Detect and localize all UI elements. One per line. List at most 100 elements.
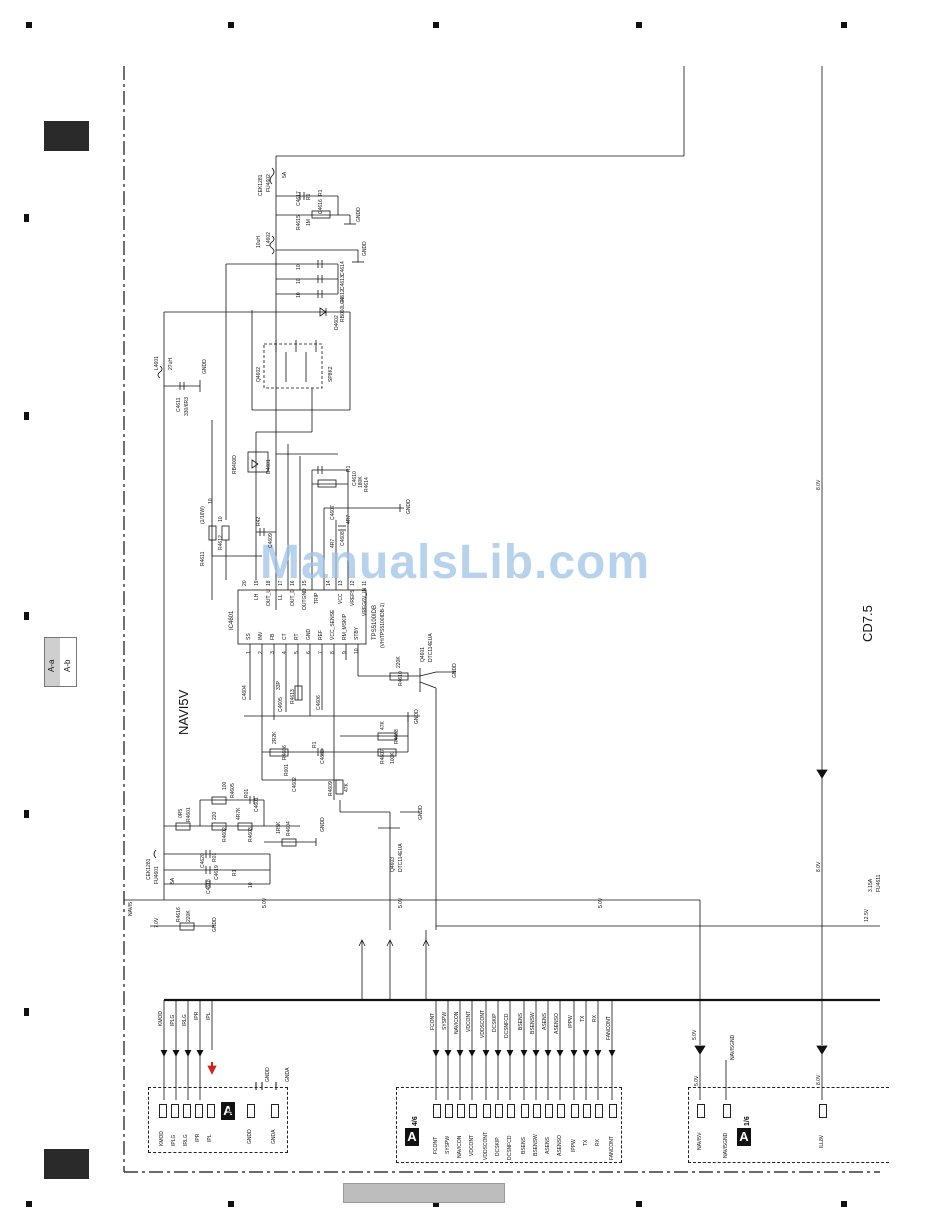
page-footer-bar — [343, 1183, 505, 1203]
connector-pin[interactable] — [571, 1104, 579, 1118]
connector-pin-label: TX — [583, 1139, 589, 1146]
connector-pin[interactable] — [159, 1104, 167, 1118]
component-ref: R4614 — [364, 477, 370, 492]
gnd-label: GNDD — [414, 709, 420, 724]
component-ref: C4608 — [340, 531, 346, 546]
ic-pin-label: OUTGND — [302, 588, 308, 610]
component-ref: C4613 — [340, 275, 346, 290]
connector-pin[interactable] — [495, 1104, 503, 1118]
component-value: 220K — [396, 656, 402, 668]
registration-mark — [433, 1201, 439, 1207]
component-value: 100 — [222, 781, 228, 790]
ic-pin-label: RT — [294, 633, 300, 640]
ic-pin-label: VREF5 — [350, 589, 356, 606]
connector-pin[interactable] — [271, 1104, 279, 1118]
bus-signal-label: BSENSW — [530, 1012, 536, 1034]
connector-pin[interactable] — [533, 1104, 541, 1118]
connector-pin-label: FANCONT — [609, 1136, 615, 1160]
bus-signal-label: TX — [580, 1015, 586, 1022]
connector-pin-label: GNDA — [271, 1129, 277, 1144]
ic-pin-number: 13 — [338, 580, 344, 586]
net-label: NAVI5 — [128, 901, 134, 916]
bus-signal-label: VDDSCONT — [480, 1009, 486, 1038]
ic-pin-label: INV — [258, 631, 264, 640]
connector-badge: A — [221, 1102, 235, 1120]
side-mark — [24, 214, 29, 222]
ic-pin-number: 14 — [326, 580, 332, 586]
connector-pin[interactable] — [195, 1104, 203, 1118]
registration-mark — [636, 22, 642, 28]
connector-pin[interactable] — [723, 1104, 731, 1118]
ic-pin-number: 12 — [350, 580, 356, 586]
component-ref: R4602 — [222, 827, 228, 842]
connector-pin[interactable] — [433, 1104, 441, 1118]
ic-pin-number: 11 — [362, 580, 368, 586]
connector-pin[interactable] — [247, 1104, 255, 1118]
bus-signal-label: IRLG — [182, 1014, 188, 1026]
connector-pin[interactable] — [457, 1104, 465, 1118]
component-ref: R4604 — [286, 821, 292, 836]
connector-pin[interactable] — [507, 1104, 515, 1118]
connector-pin[interactable] — [171, 1104, 179, 1118]
bus-signal-label: NAVI5GND — [730, 1034, 736, 1060]
connector-pin[interactable] — [483, 1104, 491, 1118]
connector-pin[interactable] — [609, 1104, 617, 1118]
page-tab-top — [44, 121, 89, 151]
bus-signal-label: DCSKIP — [492, 1013, 498, 1032]
component-value: R1 — [318, 189, 324, 196]
component-value: 220 — [212, 811, 218, 820]
ic-pin-number: 18 — [266, 580, 272, 586]
component-value: RB400D — [232, 455, 238, 474]
gnd-label: GNDD — [265, 1067, 271, 1082]
connector-pin[interactable] — [445, 1104, 453, 1118]
connector-pin-label: FCONT — [433, 1136, 439, 1154]
tab-a-b[interactable]: A-b — [61, 638, 76, 686]
component-ref: L4601 — [154, 356, 160, 370]
ic-pin-label: OUT_D — [290, 589, 296, 606]
connector-pin-label: ASENSO — [557, 1135, 563, 1156]
registration-mark — [26, 22, 32, 28]
ic-pin-label: STBY — [354, 626, 360, 640]
connector-pin-label: DCSKIP — [495, 1137, 501, 1156]
connector-pin[interactable] — [183, 1104, 191, 1118]
bus-signal-label: IPR — [194, 1011, 200, 1020]
side-mark — [24, 612, 29, 620]
ic-pin-number: 7 — [318, 651, 324, 654]
connector-pin[interactable] — [595, 1104, 603, 1118]
board-label: CD7.5 — [860, 605, 875, 642]
connector-a2: A 2/6 KMOD IPLG IRLG IPR IPL GNDD GNDA G… — [148, 1067, 291, 1153]
connector-pin-label: VDDSCONT — [483, 1131, 489, 1160]
gnd-label: GNDD — [356, 207, 362, 222]
component-ref: CEK1281 — [258, 174, 264, 196]
connector-pin-label: IPR — [195, 1133, 201, 1142]
bus-signal-label: VDCONT — [466, 1010, 472, 1032]
component-ref: C4617 — [296, 191, 302, 206]
component-value: 47K — [380, 721, 386, 730]
ic-pin-number: 15 — [302, 580, 308, 586]
component-ref: L4602 — [266, 232, 272, 246]
connector-pin[interactable] — [545, 1104, 553, 1118]
component-value: 27uH — [168, 358, 174, 370]
component-ref: C4604 — [242, 685, 248, 700]
connector-pin-label: IPLG — [171, 1134, 177, 1146]
ic-pin-number: 4 — [282, 651, 288, 654]
connector-pin[interactable] — [583, 1104, 591, 1118]
ic-pin-label: FB — [270, 633, 276, 640]
connector-pin[interactable] — [469, 1104, 477, 1118]
connector-pin-label: IRLG — [183, 1134, 189, 1146]
connector-pin[interactable] — [207, 1104, 215, 1118]
connector-pin[interactable] — [557, 1104, 565, 1118]
section-tabs: A-a A-b — [44, 637, 77, 687]
component-value: R01 — [212, 852, 218, 862]
connector-pin[interactable] — [819, 1104, 827, 1118]
connector-pin-label: ASENS — [545, 1137, 551, 1154]
tab-a-a[interactable]: A-a — [45, 638, 60, 686]
component-ref: R4606 — [282, 745, 288, 760]
component-ref: C4603 — [320, 749, 326, 764]
connector-pin[interactable] — [697, 1104, 705, 1118]
ic-pin-label: CT — [282, 633, 288, 640]
registration-mark — [841, 22, 847, 28]
component-value: 10 — [296, 278, 302, 284]
connector-pin[interactable] — [521, 1104, 529, 1118]
rail-label: 5.0V — [598, 897, 604, 908]
